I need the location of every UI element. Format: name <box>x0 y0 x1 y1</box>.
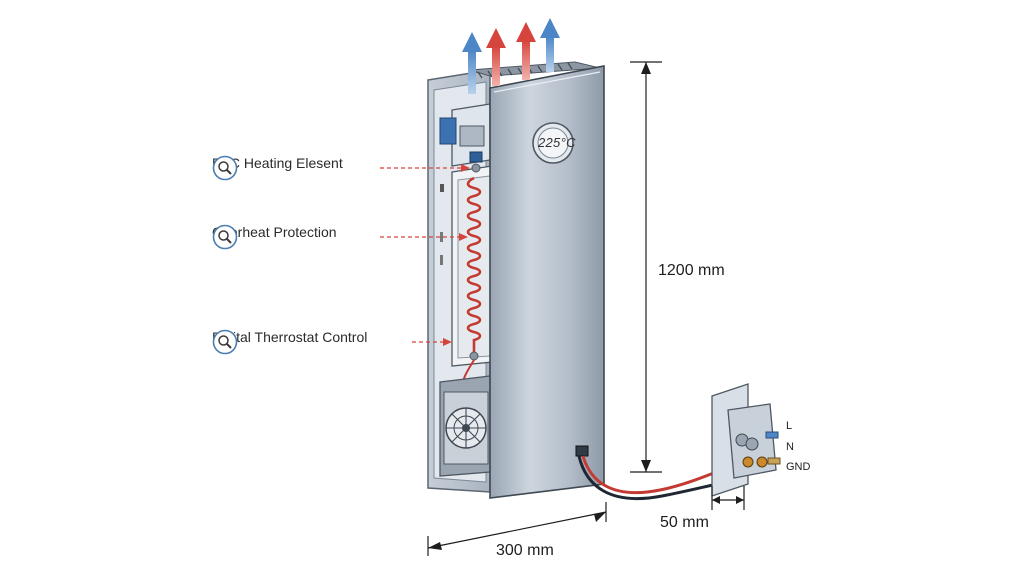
up-arrow-icon <box>540 18 560 72</box>
fan-icon <box>439 375 491 477</box>
width-dimension-label: 300 mm <box>496 542 554 559</box>
height-dimension-label: 1200 mm <box>658 262 725 279</box>
heating-coil <box>466 176 482 356</box>
up-arrow-icon <box>462 32 482 94</box>
callout-overheat-protection: Overheat Protection <box>212 224 337 250</box>
callout-leaders <box>380 167 464 343</box>
magnifier-icon <box>212 224 238 250</box>
terminal-label-l: L <box>786 420 793 432</box>
magnifier-icon <box>212 155 238 181</box>
magnifier-icon <box>212 329 238 355</box>
airflow-arrows <box>462 18 560 94</box>
controller-box <box>439 103 491 167</box>
terminal-block <box>711 383 781 497</box>
terminal-gap-dimension-label: 50 mm <box>660 514 709 531</box>
up-arrow-icon <box>516 22 536 80</box>
thermostat-display <box>532 122 574 164</box>
terminal-label-gnd: GND <box>786 461 811 473</box>
callout-label: PTC Heating Elesent <box>212 155 343 171</box>
callout-digital-thermostat-control: Digital Therrostat Control <box>212 329 368 355</box>
callout-label: Overheat Protection <box>212 224 337 240</box>
up-arrow-icon <box>486 28 506 86</box>
thermostat-readout: 225°C <box>538 135 576 150</box>
terminal-label-n: N <box>786 441 794 453</box>
callout-ptc-heating-element: PTC Heating Elesent <box>212 155 343 181</box>
callout-label: Digital Therrostat Control <box>212 329 368 345</box>
